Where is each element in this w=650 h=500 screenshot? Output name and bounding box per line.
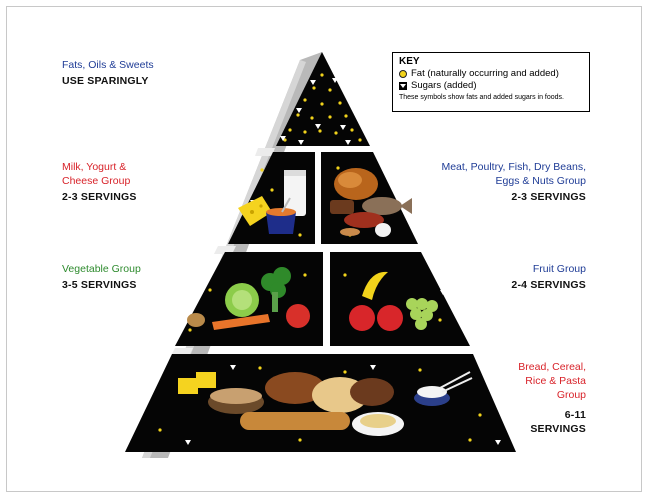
yogurt-cup bbox=[266, 212, 296, 234]
fish bbox=[362, 197, 402, 215]
meat-group-name-line1: Meat, Poultry, Fish, Dry Beans, bbox=[441, 161, 586, 173]
key-note: These symbols show fats and added sugars… bbox=[399, 94, 564, 101]
fruit-group-foods bbox=[349, 271, 438, 331]
milk-group-name-line1: Milk, Yogurt & bbox=[62, 161, 127, 173]
grapes bbox=[406, 298, 438, 330]
milk-glass bbox=[284, 170, 306, 216]
milk-group-name-line2: Cheese Group bbox=[62, 175, 131, 187]
cheese-wedge bbox=[238, 196, 272, 226]
baguette bbox=[240, 412, 350, 430]
milk-servings: 2-3 SERVINGS bbox=[62, 191, 137, 203]
key-fat-label: Fat (naturally occurring and added) bbox=[411, 68, 559, 79]
milk-group-foods bbox=[238, 170, 306, 234]
nuts bbox=[330, 200, 354, 214]
fruit-label: Fruit Group 2-4 SERVINGS bbox=[460, 262, 586, 292]
bread-group-name-line1: Bread, Cereal, bbox=[518, 361, 586, 373]
key-fat-row: Fat (naturally occurring and added) bbox=[399, 68, 583, 80]
fats-servings: USE SPARINGLY bbox=[62, 75, 149, 87]
vegetable-group-name: Vegetable Group bbox=[62, 263, 141, 275]
apple bbox=[349, 305, 375, 331]
tomato bbox=[286, 304, 310, 328]
bread-group-foods bbox=[178, 371, 473, 436]
bread-group-name-line2: Rice & Pasta bbox=[525, 375, 586, 387]
steak bbox=[344, 212, 384, 228]
key-sugar-label: Sugars (added) bbox=[411, 80, 477, 91]
vegetable-label: Vegetable Group 3-5 SERVINGS bbox=[62, 262, 141, 292]
tier-fruit-group bbox=[330, 252, 470, 346]
crackers bbox=[178, 378, 198, 394]
vegetable-group-foods bbox=[187, 267, 310, 330]
bread-servings-line2: SERVINGS bbox=[530, 423, 586, 435]
key-sugar-row: Sugars (added) bbox=[399, 80, 583, 92]
key-title: KEY bbox=[399, 56, 420, 67]
fat-dot-icon bbox=[399, 70, 407, 78]
figure-frame bbox=[6, 6, 642, 492]
fats-label: Fats, Oils & Sweets USE SPARINGLY bbox=[62, 58, 154, 88]
beans bbox=[340, 228, 360, 236]
fruit-group-name: Fruit Group bbox=[532, 263, 586, 275]
key-legend: KEY Fat (naturally occurring and added) … bbox=[392, 52, 590, 112]
meat-group-name-line2: Eggs & Nuts Group bbox=[495, 175, 586, 187]
bread-label: Bread, Cereal, Rice & Pasta Group 6-11 S… bbox=[490, 360, 586, 436]
tier-fats-oils-sweets bbox=[276, 52, 370, 146]
chopsticks bbox=[439, 371, 471, 389]
milk-label: Milk, Yogurt & Cheese Group 2-3 SERVINGS bbox=[62, 160, 137, 204]
sugar-triangle-icon bbox=[399, 82, 407, 90]
bread-servings-line1: 6-11 bbox=[564, 409, 586, 421]
egg bbox=[375, 223, 391, 237]
meat-group-foods bbox=[330, 168, 412, 237]
banana bbox=[362, 271, 388, 300]
fats-group-name: Fats, Oils & Sweets bbox=[62, 59, 154, 71]
meat-label: Meat, Poultry, Fish, Dry Beans, Eggs & N… bbox=[400, 160, 586, 204]
fat-symbols bbox=[158, 73, 482, 442]
carrot bbox=[212, 314, 270, 330]
meat-servings: 2-3 SERVINGS bbox=[511, 191, 586, 203]
potato bbox=[187, 313, 205, 327]
vegetable-servings: 3-5 SERVINGS bbox=[62, 279, 137, 291]
bread-loaf bbox=[265, 372, 325, 404]
sugar-symbols bbox=[185, 78, 501, 445]
fruit-servings: 2-4 SERVINGS bbox=[511, 279, 586, 291]
bread-group-name-line3: Group bbox=[556, 389, 586, 401]
